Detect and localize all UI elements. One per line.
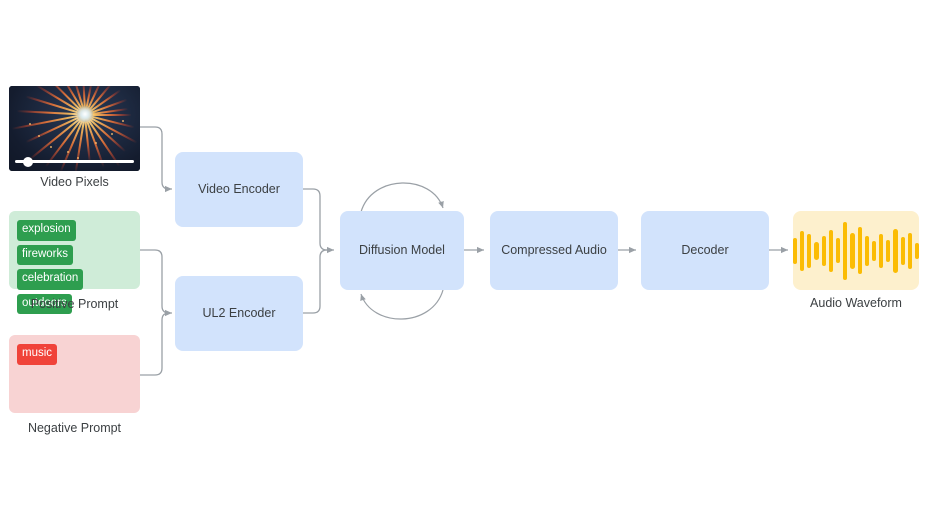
waveform-bar — [893, 228, 898, 273]
wire-diffusion-loop-bottom — [360, 289, 444, 320]
negative-prompt-caption: Negative Prompt — [27, 421, 122, 435]
waveform-bar — [807, 233, 812, 268]
prompt-tag[interactable]: explosion — [17, 220, 76, 241]
positive-prompt-caption: Positive Prompt — [30, 297, 119, 311]
wire-ul2-encoder-to-diffusion — [303, 249, 328, 314]
waveform-bar — [886, 239, 891, 262]
waveform-bar — [907, 232, 912, 269]
video-progress-track[interactable] — [15, 160, 134, 163]
wire-negative-prompt-to-ul2 — [140, 312, 170, 376]
waveform-bar — [800, 230, 805, 271]
video-pixels-caption: Video Pixels — [40, 175, 109, 189]
waveform-bar — [850, 232, 855, 269]
fireworks-burst-core — [76, 106, 93, 123]
waveform-bar — [821, 235, 826, 266]
node-ul2-encoder[interactable]: UL2 Encoder — [175, 276, 303, 351]
video-progress-knob[interactable] — [22, 156, 33, 167]
waveform-bar — [914, 242, 920, 259]
fireworks-rays — [9, 86, 140, 171]
waveform-bar — [864, 235, 869, 266]
wire-positive-prompt-to-ul2 — [140, 249, 172, 317]
audio-waveform-caption: Audio Waveform — [810, 296, 902, 310]
waveform-bars — [792, 211, 920, 290]
wire-video-to-video-encoder — [140, 126, 172, 193]
video-pixels-thumbnail[interactable] — [9, 86, 140, 171]
waveform-bar — [792, 237, 798, 264]
positive-prompt-panel[interactable]: explosion fireworks celebration outdoors — [9, 211, 140, 314]
prompt-tag[interactable]: fireworks — [17, 244, 74, 265]
negative-prompt-tags: music — [17, 344, 132, 365]
positive-prompt-tags: explosion fireworks celebration outdoors — [17, 220, 132, 314]
waveform-bar — [835, 238, 841, 263]
negative-prompt-panel[interactable]: music — [9, 335, 140, 413]
waveform-bar — [871, 240, 877, 261]
waveform-bar — [814, 241, 819, 260]
waveform-bar — [857, 227, 862, 274]
prompt-tag[interactable]: outdoors — [17, 293, 72, 314]
prompt-tag[interactable]: celebration — [17, 269, 84, 290]
node-decoder[interactable]: Decoder — [641, 211, 769, 290]
waveform-bar — [879, 233, 884, 268]
waveform-bar — [843, 221, 848, 280]
node-compressed-audio[interactable]: Compressed Audio — [490, 211, 618, 290]
audio-waveform-box[interactable] — [792, 211, 920, 290]
node-diffusion-model[interactable]: Diffusion Model — [340, 211, 464, 290]
waveform-bar — [900, 236, 905, 265]
node-video-encoder[interactable]: Video Encoder — [175, 152, 303, 227]
waveform-bar — [828, 229, 833, 272]
prompt-tag[interactable]: music — [17, 344, 58, 365]
wire-diffusion-loop-top — [360, 182, 444, 213]
wire-video-encoder-to-diffusion — [303, 188, 334, 254]
